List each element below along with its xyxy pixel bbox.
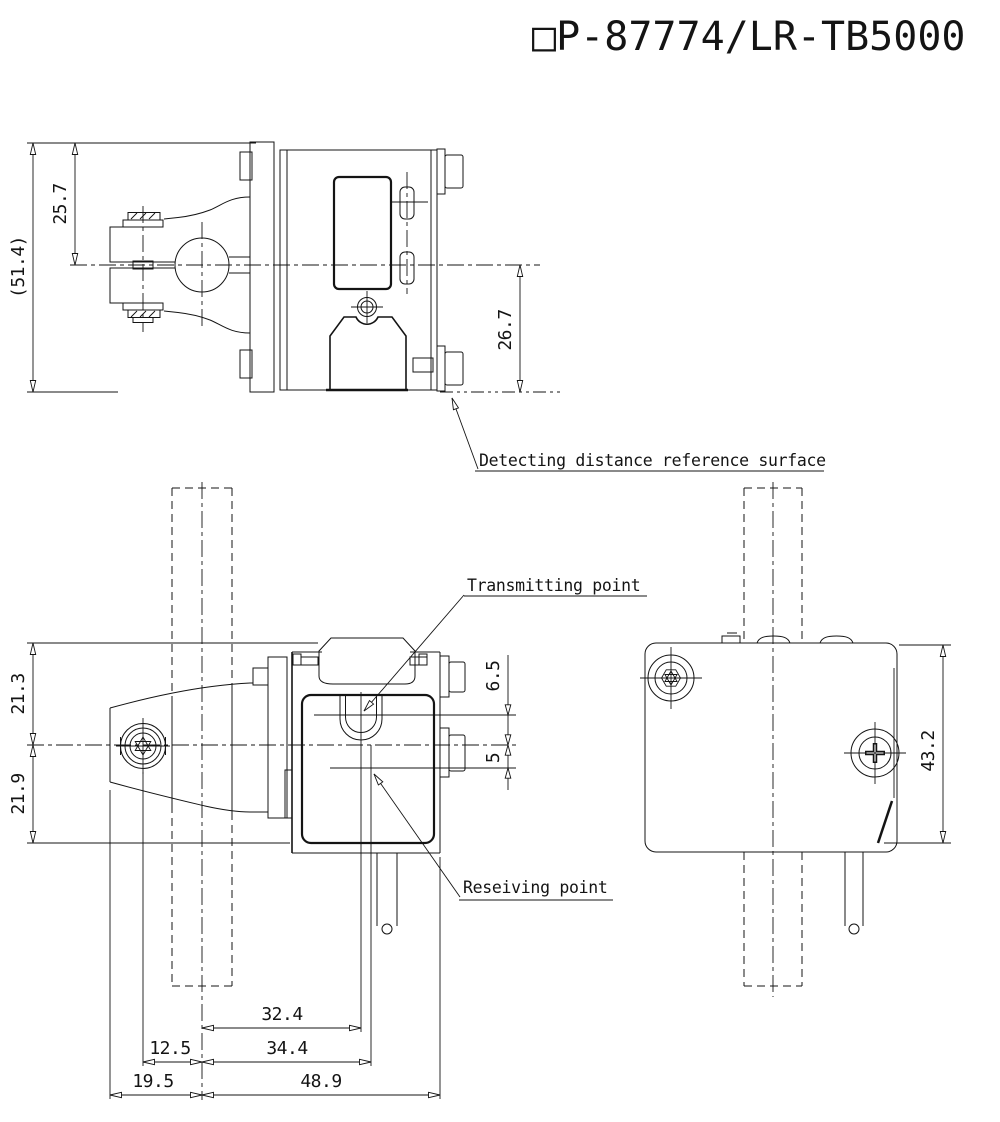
dim-25-7: 25.7 <box>50 183 71 224</box>
receiving-label: Reseiving point <box>463 878 608 897</box>
clamp-nut-step <box>132 317 154 323</box>
front-bolt-head-top <box>448 661 466 693</box>
transmitting-callout: Transmitting point <box>363 576 647 712</box>
clamp-bolt-head <box>127 212 161 221</box>
gland-dome-1 <box>756 635 791 644</box>
drawing-title: □P-87774/LR-TB5000 <box>532 14 965 60</box>
receiving-callout: Reseiving point <box>373 773 613 901</box>
body-step <box>412 357 434 373</box>
arrow-tx-top <box>504 704 512 717</box>
front-bolt-head-bottom <box>448 734 466 772</box>
top-tab-left-1 <box>292 653 302 666</box>
side-bolt-washer-bottom <box>436 345 446 392</box>
dim-48-9: 48.9 <box>300 1071 341 1092</box>
plate <box>249 141 275 393</box>
side-hex-screw <box>640 647 702 709</box>
plate-bolt-bottom <box>239 349 253 379</box>
transmitting-leader <box>363 594 465 712</box>
clamp-nut <box>127 309 161 318</box>
dim-34-4: 34.4 <box>266 1038 307 1059</box>
dim-6-5: 6.5 <box>483 660 504 691</box>
receiving-leader <box>373 773 461 898</box>
clamp-lower-jaw <box>109 267 175 304</box>
top-view: (51.4) 25.7 26.7 Detecting distance refe… <box>8 141 826 472</box>
arm-bottom-edge <box>109 781 268 813</box>
body-outline <box>279 149 438 391</box>
side-bolt-head-top <box>444 154 464 189</box>
plate-step-front <box>284 769 293 819</box>
clamp-upper-edge <box>163 196 251 220</box>
dim-26-7: 26.7 <box>495 309 516 350</box>
transmitting-label: Transmitting point <box>467 576 640 595</box>
side-chamfer <box>876 800 894 844</box>
arrow-center-top <box>504 734 512 747</box>
arm-top-edge <box>109 682 253 709</box>
side-view: 43.2 <box>640 482 951 997</box>
clamp-lower-edge <box>163 310 251 334</box>
cable-break-icon <box>381 923 393 935</box>
dim-19-5: 19.5 <box>132 1071 173 1092</box>
clamp-arm-top-view <box>109 196 251 334</box>
dim-32-4: 32.4 <box>261 1004 302 1025</box>
side-bolt-washer-top <box>436 148 446 195</box>
plate-bolt-top <box>239 151 253 181</box>
front-bolt-washer-bottom <box>439 727 450 778</box>
side-body <box>644 642 898 853</box>
front-bolt-washer-top <box>439 655 450 698</box>
display-window <box>332 175 393 291</box>
mounting-plate-top-view <box>239 141 275 393</box>
clamp-upper-jaw <box>109 226 175 263</box>
arm-boss <box>252 667 269 686</box>
side-cable-break-icon <box>848 923 860 935</box>
dim-21-3: 21.3 <box>8 673 29 714</box>
dim-21-9: 21.9 <box>8 773 29 814</box>
dim-51-4: (51.4) <box>8 236 29 298</box>
arrow-center-bottom <box>504 743 512 756</box>
side-view-dimensions: 43.2 <box>884 644 951 844</box>
top-view-dimensions: (51.4) 25.7 26.7 <box>8 142 524 393</box>
side-bolt-head-bottom <box>444 351 464 386</box>
sensor-body-front <box>291 637 466 935</box>
sensor-body-top-view <box>279 148 464 392</box>
dim-5: 5 <box>483 753 504 763</box>
detecting-leader <box>451 397 479 470</box>
front-view-dimensions: 21.3 21.9 6.5 5 32.4 12.5 34.4 19.5 48.9 <box>8 642 512 1099</box>
detecting-surface-label: Detecting distance reference surface <box>479 451 826 470</box>
mounting-rod-front <box>171 482 233 1100</box>
side-phillips-screw <box>844 722 906 784</box>
top-tab-right-1 <box>418 653 428 666</box>
clamp-arm-front <box>109 667 269 813</box>
mounting-rod-side <box>743 482 803 997</box>
detecting-surface-callout: Detecting distance reference surface <box>451 397 826 472</box>
arrow-rx-bottom <box>504 766 512 779</box>
front-face-window <box>300 693 436 845</box>
lens-housing <box>329 316 407 389</box>
dim-12-5: 12.5 <box>149 1038 190 1059</box>
dim-43-2: 43.2 <box>918 730 939 771</box>
mounting-plate-front <box>267 656 288 819</box>
top-tab-left-2 <box>300 656 319 666</box>
front-view: 21.3 21.9 6.5 5 32.4 12.5 34.4 19.5 48.9 <box>8 482 647 1100</box>
lens-hood <box>318 637 416 685</box>
side-connector <box>721 635 741 644</box>
gland-dome-2 <box>819 635 854 644</box>
